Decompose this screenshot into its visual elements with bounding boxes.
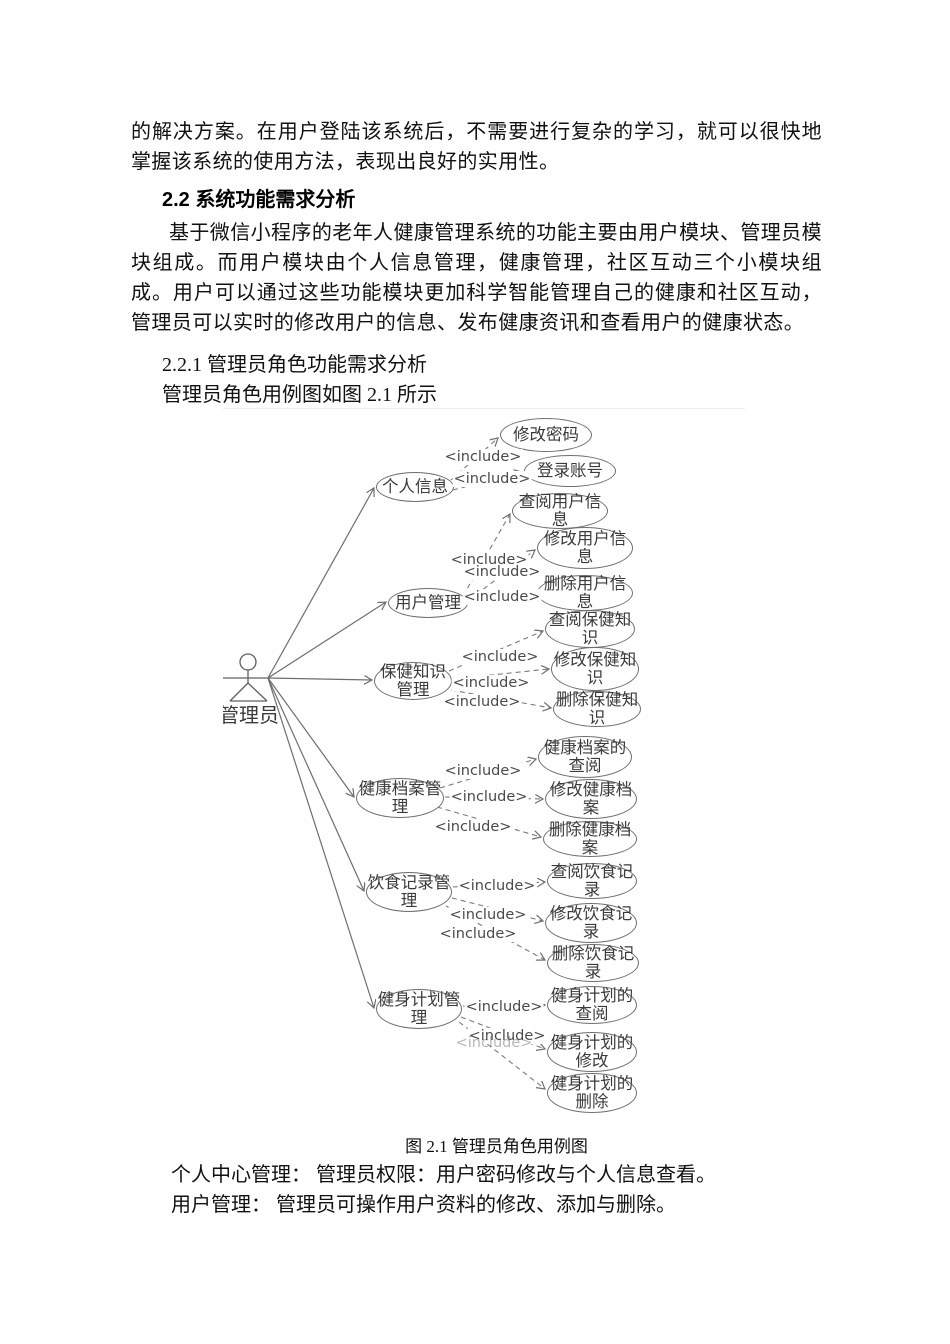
include-label: <include> (443, 763, 523, 779)
usecase-delete-knowledge: 删除保健知 识 (553, 691, 641, 727)
include-label: <include> (452, 471, 532, 487)
usecase-diet-record: 饮食记录管 理 (366, 872, 452, 912)
section-heading-2-2-1: 2.2.1 管理员角色功能需求分析 (162, 354, 427, 376)
include-label: <include> (462, 564, 542, 580)
figure-caption: 图 2.1 管理员角色用例图 (405, 1137, 588, 1156)
include-label: <include> (460, 649, 540, 665)
include-label: <include> (442, 694, 522, 710)
usecase-user-management: 用户管理 (388, 588, 468, 618)
usecase-delete-archive: 删除健康档 案 (543, 821, 637, 857)
include-label: <include> (433, 819, 513, 835)
include-label: <include> (462, 589, 542, 605)
usecase-delete-user-info: 删除用户信 息 (537, 575, 633, 611)
include-label: <include> (438, 926, 518, 942)
figure-intro-text: 管理员角色用例图如图 2.1 所示 (162, 384, 437, 406)
usecase-edit-fitness: 健身计划的 修改 (547, 1032, 637, 1072)
usecase-view-knowledge: 查阅保健知 识 (545, 610, 635, 648)
usecase-edit-diet: 修改饮食记 录 (545, 903, 637, 943)
usecase-change-password: 修改密码 (500, 418, 592, 452)
usecase-edit-user-info: 修改用户信 息 (537, 527, 633, 569)
usecase-personal-info: 个人信息 (376, 472, 454, 502)
include-label: <include> (448, 907, 528, 923)
usecase-edit-archive: 修改健康档 案 (545, 779, 637, 819)
actor-figure (223, 653, 268, 702)
usecase-delete-fitness: 健身计划的 删除 (547, 1073, 637, 1113)
actor-label-admin: 管理员 (223, 703, 279, 727)
usecase-edit-knowledge: 修改保健知 识 (551, 647, 639, 691)
usecase-health-archive: 健康档案管 理 (356, 778, 444, 818)
note-user-management: 用户管理： 管理员可操作用户资料的修改、添加与删除。 (171, 1194, 676, 1216)
include-label: <include> (451, 675, 531, 691)
association-lines (267, 488, 386, 1008)
section-heading-2-2: 2.2 系统功能需求分析 (162, 189, 356, 211)
include-label: <include> (449, 789, 529, 805)
use-case-diagram: 个人信息 用户管理 保健知识 管理 健康档案管 理 饮食记录管 理 健身计划管 … (223, 408, 745, 1136)
usecase-view-user-info: 查阅用户信 息 (512, 493, 608, 529)
note-personal-center: 个人中心管理： 管理员权限：用户密码修改与个人信息查看。 (171, 1164, 716, 1186)
usecase-health-knowledge: 保健知识 管理 (374, 662, 452, 700)
usecase-delete-diet: 删除饮食记 录 (547, 944, 639, 982)
usecase-view-archive: 健康档案的 查阅 (538, 736, 632, 778)
include-label: <include> (464, 999, 544, 1015)
usecase-view-diet: 查阅饮食记 录 (547, 863, 637, 899)
usecase-login-account: 登录账号 (524, 455, 616, 487)
usecase-view-fitness: 健身计划的 查阅 (547, 986, 637, 1024)
include-label: <include> (467, 1028, 547, 1044)
paragraph-overview: 基于微信小程序的老年人健康管理系统的功能主要由用户模块、管理员模块组成。而用户模… (131, 222, 822, 334)
include-label-faded: <include> (455, 1035, 533, 1051)
usecase-fitness-plan: 健身计划管 理 (376, 989, 462, 1029)
include-label: <include> (443, 449, 523, 465)
include-label: <include> (457, 878, 537, 894)
paragraph-continuation: 的解决方案。在用户登陆该系统后，不需要进行复杂的学习，就可以很快地掌握该系统的使… (131, 121, 822, 173)
